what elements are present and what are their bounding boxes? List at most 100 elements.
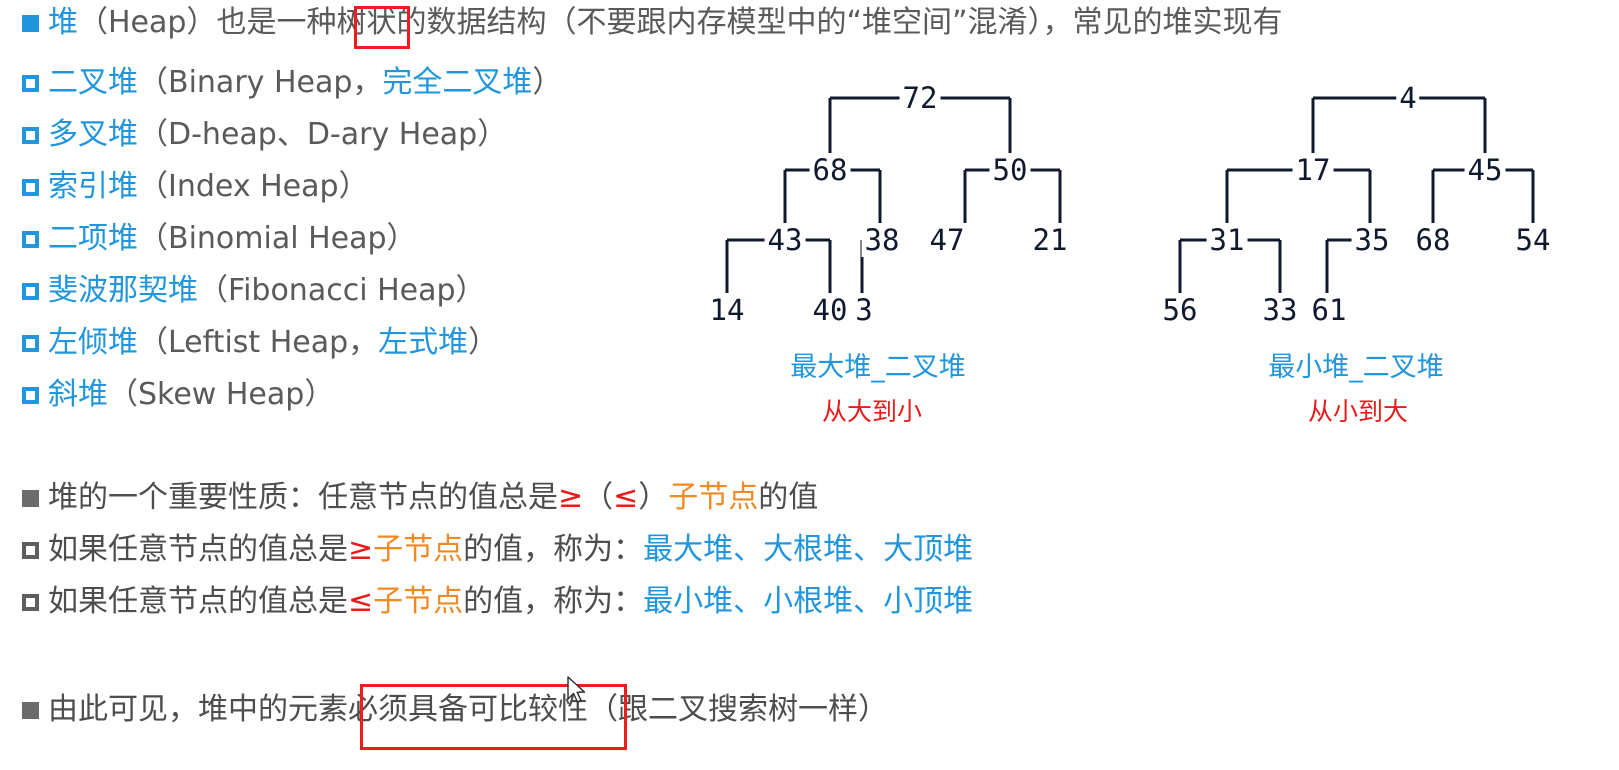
tree-node-4: 4 bbox=[1396, 81, 1420, 115]
tree-node-72: 72 bbox=[899, 81, 941, 115]
hollow-square-bullet-icon bbox=[22, 386, 39, 404]
property-text-pre: 如果任意节点的值总是 bbox=[48, 584, 348, 619]
paren-open: （ bbox=[138, 117, 168, 152]
heap-intro-rest-b: 的数据结构（不要跟内存模型中的“堆空间”混淆），常见的堆实现有 bbox=[396, 5, 1283, 40]
tree-node-17: 17 bbox=[1292, 153, 1334, 187]
tree-node-21: 21 bbox=[1029, 223, 1071, 257]
conclusion-text-post: （跟二叉搜索树一样） bbox=[588, 692, 888, 727]
heap-kind-leftist[interactable]: 左倾堆 （ Leftist Heap， 左式堆 ） bbox=[22, 328, 498, 358]
heap-intro-rest-a: 也是一种 bbox=[216, 5, 337, 40]
property-text-mid: 的值，称为： bbox=[463, 584, 644, 619]
property-text-pre: 堆的一个重要性质：任意节点的值总是 bbox=[48, 480, 558, 515]
min-heap-tree-connectors bbox=[1178, 96, 1535, 308]
paren-open: （ bbox=[198, 273, 228, 308]
max-heap-tree-diagram: 72 68 50 43 38 47 21 14 40 3 bbox=[680, 80, 1080, 327]
min-heap-tree-diagram: 4 17 45 31 35 68 54 56 33 61 bbox=[1155, 80, 1565, 327]
paren-open: （ bbox=[138, 65, 168, 100]
hollow-square-bullet-icon bbox=[22, 126, 39, 144]
heap-term: 堆 bbox=[48, 5, 78, 40]
heap-kind-binomial[interactable]: 二项堆 （ Binomial Heap ） bbox=[22, 224, 417, 254]
heap-kind-index[interactable]: 索引堆 （ Index Heap ） bbox=[22, 172, 369, 202]
paren-close: ） bbox=[468, 325, 499, 360]
hollow-square-bullet-icon bbox=[22, 178, 39, 196]
tree-node-56: 56 bbox=[1159, 293, 1201, 327]
heap-term-en: （Heap） bbox=[78, 5, 217, 40]
heap-kind-en: Fibonacci Heap bbox=[228, 273, 456, 308]
min-heap-alias-names: 最小堆、小根堆、小顶堆 bbox=[643, 584, 974, 619]
property-line-general: 堆的一个重要性质：任意节点的值总是 ≥ （ ≤ ） 子节点 的值 bbox=[22, 483, 818, 513]
operator-gte: ≥ bbox=[348, 532, 374, 567]
child-node-term: 子节点 bbox=[373, 532, 464, 567]
heap-kind-extra: 左式堆 bbox=[378, 325, 469, 360]
hollow-square-bullet-icon bbox=[22, 74, 39, 92]
heap-kind-en: D-heap、D-ary Heap bbox=[168, 117, 478, 152]
tree-node-47: 47 bbox=[926, 223, 968, 257]
heap-kind-name: 斐波那契堆 bbox=[48, 273, 198, 308]
heap-kind-name: 二叉堆 bbox=[48, 65, 138, 100]
heap-kind-dary[interactable]: 多叉堆 （ D-heap、D-ary Heap ） bbox=[22, 120, 507, 150]
heap-kind-en: Leftist Heap， bbox=[168, 325, 379, 360]
tree-node-40: 40 bbox=[809, 293, 851, 327]
min-heap-caption-subtitle: 从小到大 bbox=[1307, 397, 1409, 426]
hollow-square-bullet-icon bbox=[22, 541, 39, 559]
heap-kind-en: Index Heap bbox=[168, 169, 339, 204]
operator-gte: ≥ bbox=[558, 480, 584, 515]
tree-node-50: 50 bbox=[989, 153, 1031, 187]
paren-close: ） bbox=[386, 221, 417, 256]
paren-close: ） bbox=[455, 273, 486, 308]
filled-square-bullet-icon bbox=[22, 701, 39, 719]
paren-open: （ bbox=[138, 169, 168, 204]
min-heap-caption-title: 最小堆_二叉堆 bbox=[1268, 352, 1444, 383]
tree-node-38: 38 bbox=[861, 223, 903, 257]
hollow-square-bullet-icon bbox=[22, 230, 39, 248]
tree-node-43: 43 bbox=[764, 223, 806, 257]
heap-kind-fibonacci[interactable]: 斐波那契堆 （ Fibonacci Heap ） bbox=[22, 276, 486, 306]
child-node-term: 子节点 bbox=[373, 584, 464, 619]
heap-intro-highlight: 树状 bbox=[336, 5, 397, 40]
tree-node-33: 33 bbox=[1259, 293, 1301, 327]
tree-node-68: 68 bbox=[1412, 223, 1454, 257]
filled-square-bullet-icon bbox=[22, 489, 39, 507]
heap-kind-skew[interactable]: 斜堆 （ Skew Heap ） bbox=[22, 380, 334, 410]
hollow-square-bullet-icon bbox=[22, 334, 39, 352]
heap-intro-line: 堆 （Heap） 也是一种 树状 的数据结构（不要跟内存模型中的“堆空间”混淆）… bbox=[22, 8, 1283, 38]
conclusion-text-pre: 由此可见，堆中的元素 bbox=[48, 692, 348, 727]
heap-kind-name: 多叉堆 bbox=[48, 117, 138, 152]
heap-kind-en: Binomial Heap bbox=[168, 221, 387, 256]
property-text-mid: 的值，称为： bbox=[463, 532, 644, 567]
paren-open: （ bbox=[583, 480, 614, 515]
property-text-pre: 如果任意节点的值总是 bbox=[48, 532, 348, 567]
heap-kind-binary[interactable]: 二叉堆 （ Binary Heap， 完全二叉堆 ） bbox=[22, 68, 562, 98]
operator-lte: ≤ bbox=[348, 584, 374, 619]
filled-square-bullet-icon bbox=[22, 14, 39, 32]
paren-open: （ bbox=[138, 221, 168, 256]
conclusion-text-highlight: 必须具备可比较性 bbox=[348, 692, 588, 727]
paren-open: （ bbox=[138, 325, 168, 360]
max-heap-caption-subtitle: 从大到小 bbox=[821, 397, 923, 426]
tree-node-35: 35 bbox=[1351, 223, 1393, 257]
tree-node-14: 14 bbox=[706, 293, 748, 327]
hollow-square-bullet-icon bbox=[22, 282, 39, 300]
paren-open: （ bbox=[108, 377, 138, 412]
tree-node-31: 31 bbox=[1206, 223, 1248, 257]
max-heap-caption-title: 最大堆_二叉堆 bbox=[790, 352, 966, 383]
child-node-term: 子节点 bbox=[668, 480, 759, 515]
heap-kind-en: Skew Heap bbox=[138, 377, 305, 412]
paren-close: ） bbox=[638, 480, 669, 515]
hollow-square-bullet-icon bbox=[22, 593, 39, 611]
tree-node-54: 54 bbox=[1512, 223, 1554, 257]
paren-close: ） bbox=[304, 377, 335, 412]
tree-node-68: 68 bbox=[809, 153, 851, 187]
heap-kind-name: 索引堆 bbox=[48, 169, 138, 204]
tree-node-3: 3 bbox=[852, 293, 876, 327]
max-heap-alias-names: 最大堆、大根堆、大顶堆 bbox=[643, 532, 974, 567]
paren-close: ） bbox=[338, 169, 369, 204]
paren-close: ） bbox=[532, 65, 563, 100]
heap-kind-name: 二项堆 bbox=[48, 221, 138, 256]
heap-kind-name: 斜堆 bbox=[48, 377, 108, 412]
property-text-post: 的值 bbox=[758, 480, 819, 515]
property-line-min-heap: 如果任意节点的值总是 ≤ 子节点 的值，称为： 最小堆、小根堆、小顶堆 bbox=[22, 587, 973, 617]
heap-kind-name: 左倾堆 bbox=[48, 325, 138, 360]
property-line-max-heap: 如果任意节点的值总是 ≥ 子节点 的值，称为： 最大堆、大根堆、大顶堆 bbox=[22, 535, 973, 565]
heap-kind-en: Binary Heap， bbox=[168, 65, 383, 100]
